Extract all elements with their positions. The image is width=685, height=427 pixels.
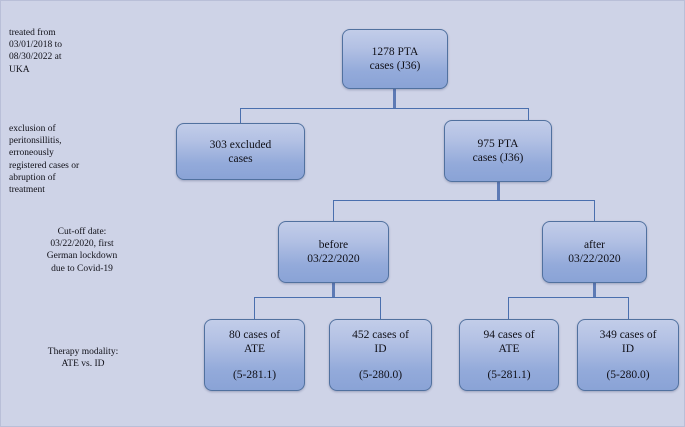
node-ate-before-code: (5-281.1)	[232, 369, 277, 381]
connector-to-ate-before	[254, 297, 255, 320]
connector-level3-bus	[333, 200, 595, 201]
node-id-before-code: (5-280.0)	[358, 369, 403, 381]
node-ate-before-label: 80 cases of ATE	[228, 329, 281, 355]
connector-to-after	[594, 200, 595, 222]
connector-to-id-after	[628, 297, 629, 320]
connector-to-ate-after	[508, 297, 509, 320]
connector-after-stem	[593, 283, 596, 297]
node-id-after[interactable]: 349 cases of ID (5-280.0)	[577, 319, 679, 391]
stage-label-exclusion: exclusion of peritonsillitis, erroneousl…	[9, 124, 80, 196]
connector-level4-left-bus	[254, 297, 381, 298]
node-after-cutoff[interactable]: after 03/22/2020	[542, 221, 647, 283]
node-ate-after-code: (5-281.1)	[487, 369, 531, 381]
connector-before-stem	[332, 283, 335, 297]
node-id-after-code: (5-280.0)	[606, 369, 650, 381]
connector-root-stem	[393, 89, 396, 108]
node-before-cutoff[interactable]: before 03/22/2020	[278, 221, 389, 283]
connector-to-id-before	[380, 297, 381, 320]
node-included-pta-cases[interactable]: 975 PTA cases (J36)	[444, 120, 552, 182]
connector-to-excluded	[240, 108, 241, 124]
node-ate-after[interactable]: 94 cases of ATE (5-281.1)	[459, 319, 559, 391]
connector-included-stem	[497, 182, 500, 200]
connector-level4-right-bus	[508, 297, 628, 298]
node-after-label: after 03/22/2020	[568, 239, 621, 265]
node-ate-before[interactable]: 80 cases of ATE (5-281.1)	[204, 319, 305, 391]
node-before-label: before 03/22/2020	[307, 239, 360, 265]
node-root-pta-cases[interactable]: 1278 PTA cases (J36)	[342, 29, 448, 89]
stage-label-cutoff: Cut-off date: 03/22/2020, first German l…	[46, 227, 118, 274]
node-root-label: 1278 PTA cases (J36)	[369, 46, 421, 72]
node-ate-after-label: 94 cases of ATE	[483, 329, 535, 355]
node-excluded-cases[interactable]: 303 excluded cases	[176, 123, 305, 180]
connector-to-included	[528, 108, 529, 121]
node-id-after-label: 349 cases of ID	[599, 329, 657, 355]
stage-label-treated: treated from 03/01/2018 to 08/30/2022 at…	[9, 28, 63, 75]
node-id-before[interactable]: 452 cases of ID (5-280.0)	[329, 319, 432, 391]
stage-label-therapy: Therapy modality: ATE vs. ID	[47, 347, 119, 370]
node-included-label: 975 PTA cases (J36)	[472, 138, 524, 164]
connector-level2-bus	[240, 108, 529, 109]
connector-to-before	[333, 200, 334, 222]
node-id-before-label: 452 cases of ID	[352, 329, 409, 355]
node-excluded-label: 303 excluded cases	[209, 138, 272, 165]
